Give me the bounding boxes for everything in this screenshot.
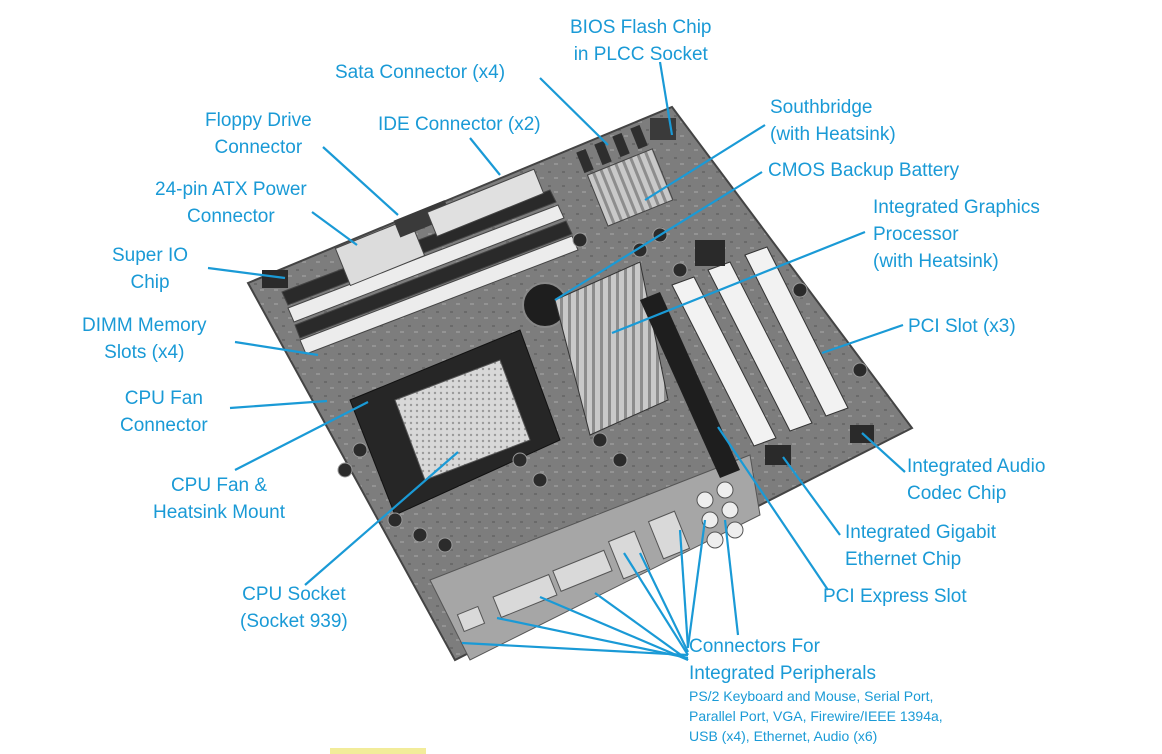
super-io-chip: [262, 270, 288, 288]
leader-heatsink: [234, 401, 369, 471]
leader-dimm: [234, 340, 319, 357]
pci-slot: [744, 246, 849, 417]
label-cmos-battery: CMOS Backup Battery: [768, 160, 960, 181]
leader-floppy: [322, 146, 399, 216]
leader-cpusocket: [304, 451, 459, 586]
label-ide-connector: IDE Connector (x2): [378, 114, 541, 135]
pci-slot: [671, 276, 777, 447]
leader-lines: [207, 61, 906, 662]
ide-connector: [426, 168, 545, 238]
leader-bios: [658, 61, 674, 136]
label-sata-connector: Sata Connector (x4): [335, 62, 506, 83]
label-cpu-fan-heatsink-mount: CPU Fan &Heatsink Mount: [153, 475, 286, 523]
leader-ethernet: [782, 456, 841, 536]
igp-heatsink: [554, 261, 669, 436]
leader-sata: [539, 77, 609, 146]
leader-superio: [207, 266, 286, 280]
southbridge-heatsink: [586, 148, 674, 227]
leader-cpufan: [229, 399, 328, 410]
dimm-slot: [299, 235, 579, 355]
leader-atx: [311, 211, 358, 246]
leader-pci: [821, 323, 904, 355]
leader-audio: [861, 432, 906, 473]
leader-cmos: [554, 171, 763, 301]
label-southbridge: Southbridge(with Heatsink): [770, 97, 896, 145]
leader-southbridge: [644, 124, 766, 201]
leader-ide: [469, 137, 501, 176]
label-pci-express-slot: PCI Express Slot: [823, 586, 967, 607]
label-pci-slot: PCI Slot (x3): [908, 316, 1016, 337]
label-peripherals-detail: PS/2 Keyboard and Mouse, Serial Port,Par…: [689, 688, 943, 744]
label-cpu-socket: CPU Socket(Socket 939): [240, 584, 348, 632]
northbridge-chip: [695, 240, 725, 266]
dimm-slot: [287, 204, 565, 323]
cpu-socket: [394, 359, 531, 481]
highlight-strip: [330, 748, 426, 754]
dimm-slot: [294, 220, 573, 339]
pci-express-slot: [640, 292, 740, 478]
leader-pcie: [717, 426, 829, 591]
leader-igp: [611, 230, 866, 335]
